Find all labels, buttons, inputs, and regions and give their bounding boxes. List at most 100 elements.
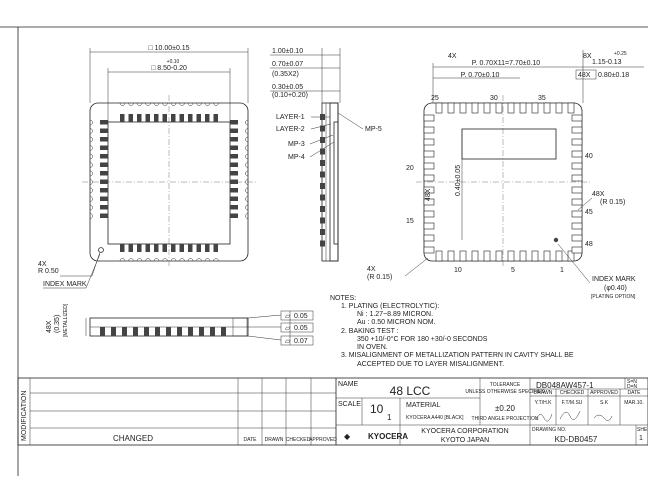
terminal-pad xyxy=(447,102,455,114)
profile-dim-note: [METALLIZED] xyxy=(63,303,69,337)
castellation xyxy=(245,162,249,168)
bond-pad xyxy=(230,154,238,159)
checked-label: CHECKED xyxy=(286,437,311,443)
date-label: DATE xyxy=(244,437,258,443)
terminal-pad xyxy=(567,102,575,114)
pitch-total-count: 4X xyxy=(448,53,457,60)
pad-width-count: 8X xyxy=(583,53,592,60)
bond-pad xyxy=(137,114,142,122)
profile-pads xyxy=(100,327,226,336)
bond-pad xyxy=(100,120,108,125)
notes-title: NOTES: xyxy=(330,295,356,302)
mp-4-label: MP-4 xyxy=(288,154,305,161)
terminal-pad xyxy=(531,250,539,262)
bond-pad xyxy=(100,213,108,218)
castellation xyxy=(89,153,93,160)
bond-pad xyxy=(188,244,193,252)
corner-radius: R 0.50 xyxy=(38,268,59,275)
castellation xyxy=(245,153,249,160)
terminal-pad xyxy=(423,174,435,182)
drawing-number: KD-DB0457 xyxy=(555,435,598,444)
profile-pad xyxy=(199,327,204,336)
pitch: P. 0.70±0.10 xyxy=(461,72,500,79)
drawn-label: DRAWN xyxy=(265,437,284,443)
profile-pad xyxy=(155,327,160,336)
side-pad xyxy=(320,229,325,235)
profile-pad xyxy=(133,327,138,336)
terminal-pad xyxy=(483,102,491,114)
side-pad xyxy=(320,125,325,132)
bond-pad xyxy=(154,244,159,252)
side-pad xyxy=(320,137,325,143)
terminal-pad xyxy=(423,222,435,230)
checked-by: F.T/M.SU xyxy=(562,400,583,406)
bond-pad xyxy=(100,205,108,210)
sn-bottom: D=N xyxy=(627,384,638,390)
bond-pad xyxy=(120,244,125,252)
pin-20: 20 xyxy=(406,165,414,172)
bond-pad xyxy=(100,196,108,201)
terminal-pad xyxy=(423,234,435,242)
plating-option: [PLATING OPTION] xyxy=(591,294,636,300)
terminal-pad xyxy=(531,102,539,114)
signatures xyxy=(535,410,613,422)
terminal-pad xyxy=(543,250,551,262)
material-value: KYOCERA A440 [BLACK] xyxy=(406,415,464,421)
castellation xyxy=(213,258,219,262)
castellation xyxy=(245,204,249,211)
profile-pad xyxy=(100,327,105,336)
sn-top: S=N xyxy=(627,379,637,385)
scale-den: 1 xyxy=(387,413,392,422)
pin-30: 30 xyxy=(490,95,498,102)
profile-pad xyxy=(122,327,127,336)
bottom-index-mark-icon xyxy=(553,237,559,243)
terminal-pad xyxy=(447,250,455,262)
terminal-pad xyxy=(571,222,583,230)
sheet-value: 1 xyxy=(639,435,643,442)
profile-pad xyxy=(177,327,182,336)
corner-r-right: (R 0.15) xyxy=(600,199,625,206)
bond-pad xyxy=(230,179,238,184)
terminal-pad xyxy=(423,246,435,254)
side-pad xyxy=(320,217,325,224)
tolerance-value: ±0.20 xyxy=(495,404,516,413)
flatness-2: 0.05 xyxy=(294,325,308,332)
terminal-pad xyxy=(571,174,583,182)
castellation xyxy=(153,258,160,262)
bond-pad xyxy=(145,244,150,252)
terminal-pad xyxy=(495,102,503,114)
tolerance-label: TOLERANCE xyxy=(490,382,521,388)
bottom-index-mark-label: INDEX MARK xyxy=(592,276,636,283)
bond-pad xyxy=(230,213,238,218)
castellation xyxy=(245,187,249,194)
side-pad xyxy=(320,171,325,178)
side-dim-5: (0.10+0.20) xyxy=(272,92,308,99)
bond-pad xyxy=(100,179,108,184)
castellation xyxy=(245,136,249,143)
pin-35: 35 xyxy=(538,95,546,102)
terminal-pad xyxy=(435,102,443,114)
castellation xyxy=(89,170,93,177)
bond-pad xyxy=(230,171,238,176)
note-2a: 350 +10/-0°C FOR 180 +30/-0 SECONDS xyxy=(357,335,488,343)
pin-25: 25 xyxy=(431,95,439,102)
bond-pad xyxy=(188,114,193,122)
castellation xyxy=(89,145,93,151)
bond-pad xyxy=(230,120,238,125)
castellation xyxy=(179,258,185,262)
terminal-pad xyxy=(555,102,563,114)
profile-pad xyxy=(111,327,116,336)
terminal-pad xyxy=(423,162,435,170)
bond-pad xyxy=(230,162,238,167)
pin-10: 10 xyxy=(454,267,462,274)
bond-pad xyxy=(100,171,108,176)
bond-pad xyxy=(230,145,238,150)
castellation xyxy=(89,213,93,219)
profile-view: 48X (0.35) [METALLIZED] ▱ ▱ ▱ 0.05 0.05 … xyxy=(46,303,314,346)
profile-dim-value: (0.35) xyxy=(54,315,61,333)
castellation xyxy=(245,213,249,219)
bond-pad xyxy=(145,114,150,122)
castellation xyxy=(89,196,93,202)
bond-pad xyxy=(230,196,238,201)
tolerance-sub: UNLESS OTHERWISE SPECIFIED xyxy=(465,389,545,395)
